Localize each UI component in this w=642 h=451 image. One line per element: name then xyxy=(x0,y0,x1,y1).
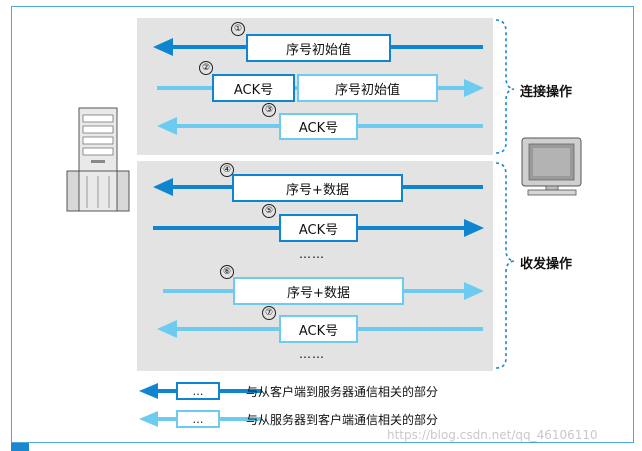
step-number-3: ③ xyxy=(262,103,276,117)
step-number-6: ⑥ xyxy=(220,265,234,279)
arrowhead-step-3 xyxy=(157,117,177,135)
arrowhead-step-2 xyxy=(464,79,484,97)
legend-box-light: … xyxy=(176,410,220,428)
step-6-box: 序号+数据 xyxy=(233,277,404,305)
transfer-label: 收发操作 xyxy=(520,257,573,272)
arrowhead-step-1 xyxy=(153,38,173,56)
step-number-7: ⑦ xyxy=(262,306,276,320)
legend-arrowhead-dark xyxy=(139,383,158,399)
legend-arrowhead-light xyxy=(139,411,158,427)
step-number-2: ② xyxy=(199,61,213,75)
step-4-box: 序号+数据 xyxy=(232,174,403,202)
step-2-ack-box: ACK号 xyxy=(212,74,295,102)
step-7-box: ACK号 xyxy=(279,315,358,343)
brace-transfer xyxy=(495,162,515,369)
server-icon xyxy=(66,107,130,212)
brace-connection xyxy=(495,19,515,154)
step-1-box: 序号初始值 xyxy=(246,34,391,62)
arrowhead-step-7 xyxy=(157,320,177,338)
legend-text-light: 与从服务器到客户端通信相关的部分 xyxy=(246,413,439,427)
watermark: https://blog.csdn.net/qq_46106110 xyxy=(387,428,598,442)
corner-mark xyxy=(11,443,29,451)
step-5-box: ACK号 xyxy=(279,214,358,242)
arrowhead-step-5 xyxy=(464,219,484,237)
connection-label: 连接操作 xyxy=(520,85,573,100)
arrowhead-step-4 xyxy=(153,178,173,196)
step-3-box: ACK号 xyxy=(279,113,358,140)
step-number-5: ⑤ xyxy=(262,204,276,218)
legend-text-dark: 与从客户端到服务器通信相关的部分 xyxy=(246,385,439,399)
arrowhead-step-6 xyxy=(464,282,484,300)
outer-frame xyxy=(11,6,634,443)
step-number-4: ④ xyxy=(220,163,234,177)
client-monitor-icon xyxy=(521,137,582,196)
ellipsis-1: …… xyxy=(299,247,325,261)
legend-box-dark: … xyxy=(176,382,220,400)
step-number-1: ① xyxy=(231,22,245,36)
step-2-seq-box: 序号初始值 xyxy=(297,74,438,102)
ellipsis-2: …… xyxy=(299,347,325,361)
